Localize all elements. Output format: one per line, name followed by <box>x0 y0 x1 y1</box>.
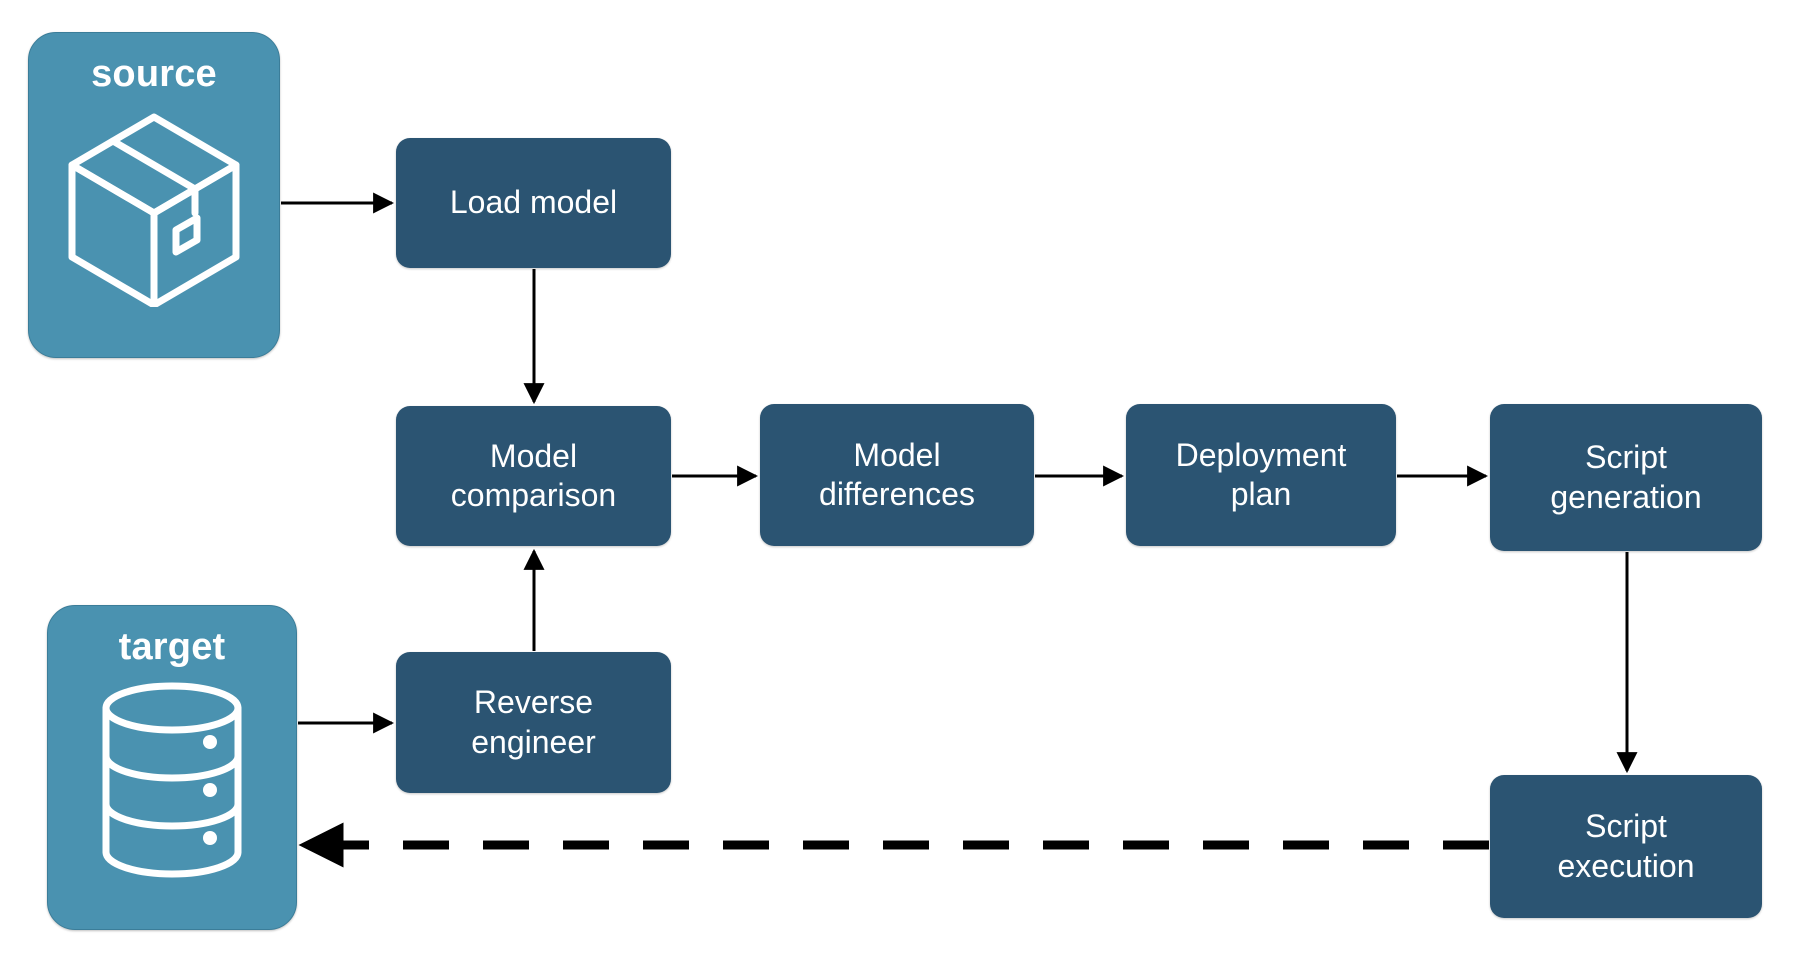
node-script-generation-label: Script generation <box>1550 439 1702 515</box>
node-deployment-plan-label: Deployment plan <box>1175 436 1347 512</box>
source-card[interactable]: source <box>28 32 280 358</box>
target-card[interactable]: target <box>47 605 297 930</box>
node-deployment-plan[interactable]: Deployment plan <box>1126 404 1396 546</box>
node-model-comparison-label: Model comparison <box>450 437 617 513</box>
package-box-icon <box>64 107 244 312</box>
node-reverse-engineer[interactable]: Reverse engineer <box>396 652 671 793</box>
source-label: source <box>91 53 217 95</box>
node-model-differences[interactable]: Model differences <box>760 404 1034 546</box>
target-label: target <box>118 626 226 668</box>
node-reverse-engineer-label: Reverse engineer <box>471 684 596 760</box>
node-script-execution[interactable]: Script execution <box>1490 775 1762 918</box>
node-load-model-label: Load model <box>449 184 618 221</box>
database-cylinder-icon <box>92 680 252 885</box>
node-model-comparison[interactable]: Model comparison <box>396 406 671 546</box>
node-model-differences-label: Model differences <box>819 436 975 512</box>
node-load-model[interactable]: Load model <box>396 138 671 268</box>
node-script-generation[interactable]: Script generation <box>1490 404 1762 551</box>
node-script-execution-label: Script execution <box>1557 808 1695 884</box>
